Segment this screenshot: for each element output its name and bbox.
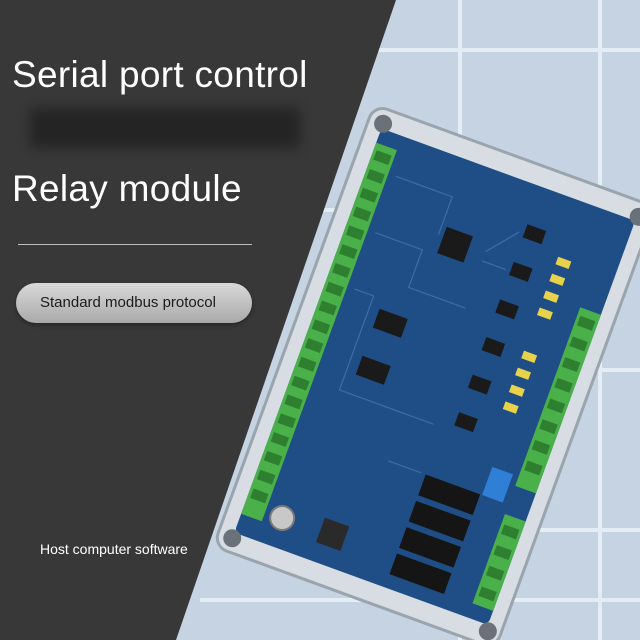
pcb-board [235,130,634,624]
protocol-badge: Standard modbus protocol [16,283,252,323]
screw-icon [629,207,640,226]
relay-block [389,474,481,594]
caption-text: Host computer software [40,541,188,557]
protocol-badge-label: Standard modbus protocol [40,294,216,311]
title-line-2: Relay module [12,168,242,209]
blurred-background-text [30,108,300,148]
screw-icon [374,114,393,133]
inductor [315,517,350,551]
title-line-1: Serial port control [12,54,308,95]
terminal-strip-right-lower [472,514,526,611]
mcu-chip [437,226,474,263]
dip-switch [482,466,514,503]
capacitor [269,505,296,532]
divider-line [18,244,252,245]
screw-icon [223,529,242,548]
screw-icon [478,622,497,640]
optocoupler-row [502,256,572,414]
relay-module-device [215,107,640,640]
pcb-traces [338,175,520,474]
